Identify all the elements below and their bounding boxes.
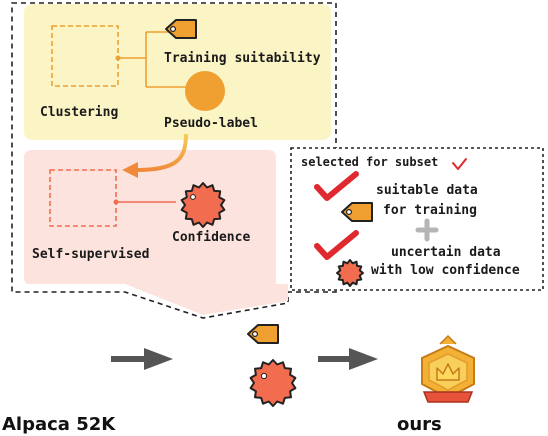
spiky-ball-eye — [190, 194, 196, 200]
result-label: ours — [397, 414, 442, 435]
crown-badge-icon — [421, 334, 475, 403]
confidence-label: Confidence — [172, 230, 250, 245]
connector-dot — [115, 55, 121, 61]
suitable-data-line1: suitable data — [376, 183, 478, 198]
orange-circle-icon — [185, 71, 225, 111]
flow-arrow-left — [111, 348, 173, 370]
flow-arrow-right — [318, 348, 378, 370]
clustering-panel — [24, 4, 331, 140]
spiky-ball-icon — [336, 259, 364, 287]
pseudo-label-label: Pseudo-label — [164, 116, 258, 131]
plus-icon — [415, 218, 439, 242]
checkmark-icon — [314, 171, 359, 201]
connector-dot — [113, 199, 119, 205]
uncertain-data-line2: with low confidence — [371, 263, 520, 278]
spiky-ball-icon — [249, 359, 297, 407]
uncertain-data-line1: uncertain data — [391, 245, 501, 260]
checkmark-icon — [452, 158, 467, 170]
pseudo-label-flow-arrow — [135, 133, 188, 172]
arrow-head — [122, 162, 138, 178]
price-tag-icon — [247, 324, 279, 344]
self-supervised-panel — [24, 150, 288, 315]
selection-box — [290, 147, 544, 291]
checkmark-icon — [314, 230, 359, 260]
training-suitability-label: Training suitability — [164, 51, 321, 66]
spiky-ball-eye — [260, 372, 268, 380]
source-dataset-label: Alpaca 52K — [2, 414, 116, 435]
selected-for-subset-title: selected for subset — [301, 155, 438, 169]
clustering-label: Clustering — [40, 105, 118, 120]
self-supervised-square — [49, 169, 117, 227]
spiky-ball-icon — [180, 182, 226, 228]
self-supervised-label: Self-supervised — [32, 247, 149, 262]
suitable-data-line2: for training — [383, 203, 477, 218]
